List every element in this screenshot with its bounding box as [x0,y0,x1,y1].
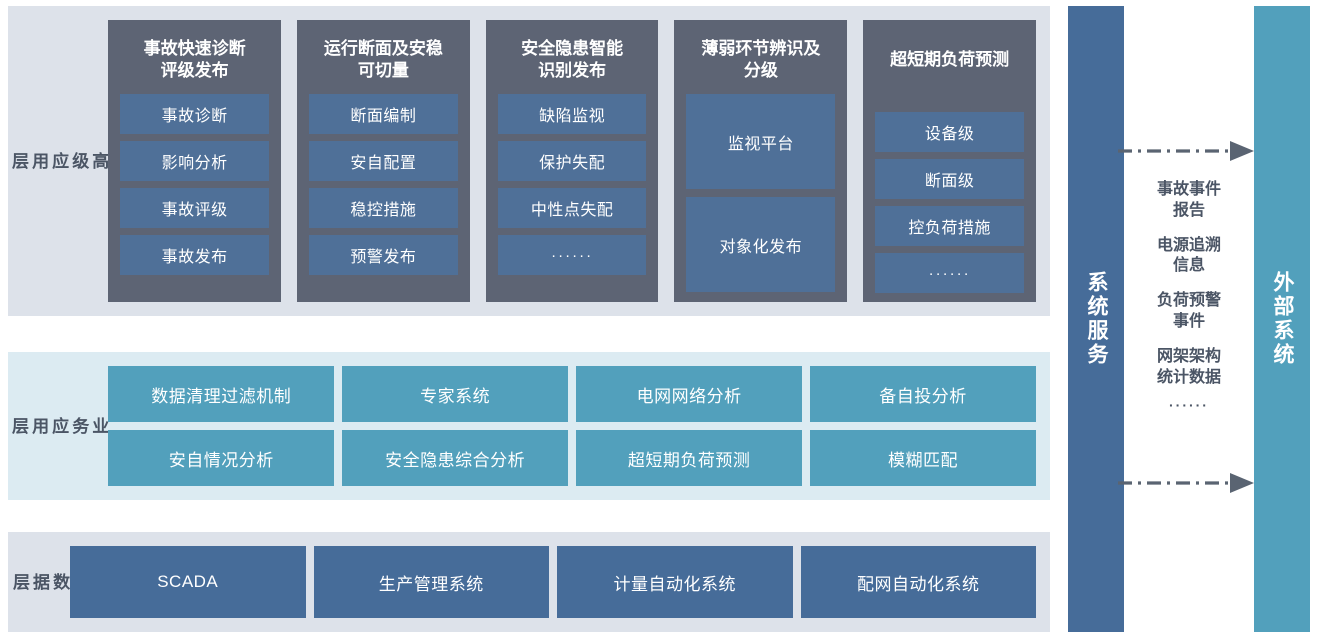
advanced-layer-label: 高 级 应 用 层 [9,152,109,170]
column-title: 安全隐患智能 识别发布 [521,39,624,80]
column-title: 薄弱环节辨识及 分级 [701,39,821,80]
column-ultra-short-load-forecast[interactable]: 超短期负荷预测 设备级 断面级 控负荷措施 ······ [863,20,1036,302]
item-box[interactable]: 事故诊断 [120,94,269,134]
item-box[interactable]: 稳控措施 [308,188,458,228]
item-box[interactable]: 断面编制 [308,94,458,134]
column-title: 事故快速诊断 评级发布 [143,39,246,80]
column-operation-section[interactable]: 运行断面及安稳 可切量 断面编制 安自配置 稳控措施 预警发布 [296,20,470,302]
column-items: 设备级 断面级 控负荷措施 ······ [875,94,1024,293]
advanced-application-layer-panel: 高 级 应 用 层 事故快速诊断 评级发布 事故诊断 影响分析 事故评级 事故发… [8,6,1050,316]
column-weak-link[interactable]: 薄弱环节辨识及 分级 监视平台 对象化发布 [674,20,848,302]
item-box[interactable]: 断面级 [875,159,1024,199]
column-items: 事故诊断 影响分析 事故评级 事故发布 [120,94,269,290]
item-box[interactable]: 中性点失配 [497,188,647,228]
column-items: 监视平台 对象化发布 [686,94,836,292]
column-accident-diagnosis[interactable]: 事故快速诊断 评级发布 事故诊断 影响分析 事故评级 事故发布 [108,20,281,302]
item-box[interactable]: 监视平台 [686,94,836,189]
item-box[interactable]: 设备级 [875,112,1024,152]
item-box-ellipsis[interactable]: ······ [497,235,647,275]
item-box[interactable]: 安自配置 [308,141,458,181]
item-box[interactable]: 保护失配 [497,141,647,181]
data-source-box[interactable]: 配网自动化系统 [800,546,1036,618]
business-box[interactable]: 专家系统 [342,366,569,422]
external-system-bar[interactable]: 外部系统 [1254,6,1310,632]
item-box[interactable]: 事故发布 [120,235,269,275]
flow-arrow-bottom-icon [1118,473,1254,493]
flow-label-list: 事故事件 报告 电源追溯 信息 负荷预警 事件 网架架构 统计数据 ······ [1128,180,1250,415]
business-layer-label: 业 务 应 用 层 [9,417,109,435]
flow-label: 事故事件 报告 [1156,181,1221,219]
item-box[interactable]: 影响分析 [120,141,269,181]
data-layer-panel: 数 据 层 SCADA 生产管理系统 计量自动化系统 配网自动化系统 [8,532,1050,632]
item-box[interactable]: 缺陷监视 [497,94,647,134]
column-title: 运行断面及安稳 可切量 [323,39,443,80]
column-items: 断面编制 安自配置 稳控措施 预警发布 [308,94,458,290]
advanced-layer-body: 事故快速诊断 评级发布 事故诊断 影响分析 事故评级 事故发布 运行断面及安稳 … [108,6,1050,316]
item-box[interactable]: 对象化发布 [686,197,836,292]
business-box[interactable]: 备自投分析 [810,366,1036,422]
data-layer-label: 数 据 层 [9,573,70,591]
column-safety-hazard[interactable]: 安全隐患智能 识别发布 缺陷监视 保护失配 中性点失配 ······ [485,20,659,302]
item-box[interactable]: 事故评级 [120,188,269,228]
business-box[interactable]: 安全隐患综合分析 [342,430,569,486]
business-box[interactable]: 数据清理过滤机制 [108,366,335,422]
flow-label: 电源追溯 信息 [1156,236,1221,275]
column-title: 超短期负荷预测 [890,50,1010,70]
business-application-layer-panel: 业 务 应 用 层 数据清理过滤机制 专家系统 电网网络分析 备自投分析 安自情… [8,352,1050,500]
business-box[interactable]: 模糊匹配 [810,430,1036,486]
data-source-box[interactable]: 生产管理系统 [313,546,549,618]
item-box[interactable]: 控负荷措施 [875,206,1024,246]
flow-label: 网架架构 统计数据 [1156,347,1221,386]
data-source-box[interactable]: 计量自动化系统 [557,546,793,618]
data-source-box[interactable]: SCADA [70,546,306,618]
business-box[interactable]: 超短期负荷预测 [576,430,803,486]
data-layer-grid: SCADA 生产管理系统 计量自动化系统 配网自动化系统 [70,532,1050,632]
business-layer-grid: 数据清理过滤机制 专家系统 电网网络分析 备自投分析 安自情况分析 安全隐患综合… [108,352,1050,500]
business-box[interactable]: 安自情况分析 [108,430,335,486]
column-items: 缺陷监视 保护失配 中性点失配 ······ [497,94,647,290]
business-box[interactable]: 电网网络分析 [576,366,803,422]
item-box-ellipsis[interactable]: ······ [875,253,1024,293]
flow-label-ellipsis: ······ [1169,397,1209,414]
flow-arrow-top-icon [1118,141,1254,161]
flow-label: 负荷预警 事件 [1156,292,1221,330]
system-service-bar[interactable]: 系统服务 [1068,6,1124,632]
item-box[interactable]: 预警发布 [308,235,458,275]
